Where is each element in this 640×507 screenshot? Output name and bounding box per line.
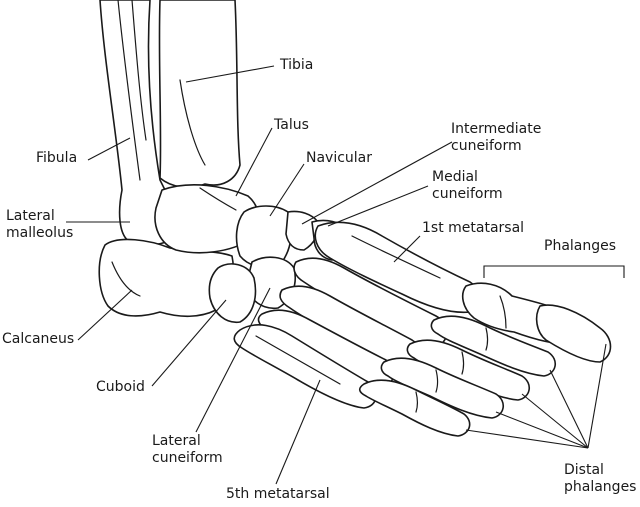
label-1st-metatarsal: 1st metatarsal bbox=[422, 220, 525, 236]
tibia-bone bbox=[158, 0, 241, 189]
leader-fibula bbox=[87, 137, 131, 161]
label-cuboid: Cuboid bbox=[96, 379, 145, 395]
leader-distal-phalanges-3 bbox=[521, 393, 589, 449]
leader-distal-phalanges-2 bbox=[549, 369, 589, 449]
label-intermediate-cuneiform: Intermediate cuneiform bbox=[451, 121, 541, 155]
label-distal-phalanges-line-2: phalanges bbox=[564, 479, 637, 495]
leader-distal-phalanges-5 bbox=[465, 429, 589, 449]
leader-cuboid bbox=[151, 299, 227, 387]
label-talus: Talus bbox=[274, 117, 309, 133]
cuboid-bone bbox=[208, 263, 257, 323]
leader-tibia bbox=[185, 65, 275, 83]
label-leader-lines bbox=[66, 65, 625, 485]
label-medial-cuneiform: Medial cuneiform bbox=[432, 169, 503, 203]
leader-medial-cuneiform bbox=[327, 185, 429, 227]
phalanges-bracket bbox=[483, 265, 625, 278]
label-intermediate-cuneiform-line-2: cuneiform bbox=[451, 138, 522, 154]
fifth-metatarsal-bone bbox=[233, 324, 377, 409]
leader-lateral-cuneiform bbox=[195, 287, 271, 433]
leader-navicular bbox=[269, 163, 305, 217]
leader-distal-phalanges-1 bbox=[587, 343, 607, 449]
label-fibula: Fibula bbox=[36, 150, 78, 166]
phalanges-bones bbox=[358, 282, 612, 437]
label-medial-cuneiform-line-2: cuneiform bbox=[432, 186, 503, 202]
label-lateral-malleolus-line-1: Lateral bbox=[6, 208, 55, 224]
label-tibia: Tibia bbox=[280, 57, 314, 73]
leader-1st-metatarsal bbox=[393, 235, 421, 263]
leader-5th-metatarsal bbox=[275, 379, 321, 485]
leader-talus bbox=[235, 127, 273, 197]
leader-distal-phalanges-4 bbox=[495, 411, 589, 449]
label-distal-phalanges: Distal phalanges bbox=[564, 462, 636, 496]
leader-intermediate-cuneiform bbox=[301, 141, 453, 225]
label-5th-metatarsal: 5th metatarsal bbox=[226, 486, 330, 502]
label-lateral-malleolus-line-2: malleolus bbox=[6, 225, 74, 241]
label-intermediate-cuneiform-line-1: Intermediate bbox=[451, 121, 542, 137]
label-calcaneus: Calcaneus bbox=[2, 331, 75, 347]
label-navicular: Navicular bbox=[306, 150, 373, 166]
label-lateral-cuneiform-line-1: Lateral bbox=[152, 433, 201, 449]
label-medial-cuneiform-line-1: Medial bbox=[432, 169, 478, 185]
label-lateral-cuneiform: Lateral cuneiform bbox=[152, 433, 223, 467]
label-lateral-cuneiform-line-2: cuneiform bbox=[152, 450, 223, 466]
leader-calcaneus bbox=[77, 289, 133, 341]
label-distal-phalanges-line-1: Distal bbox=[564, 462, 604, 478]
label-phalanges: Phalanges bbox=[544, 238, 617, 254]
label-lateral-malleolus: Lateral malleolus bbox=[6, 208, 73, 242]
